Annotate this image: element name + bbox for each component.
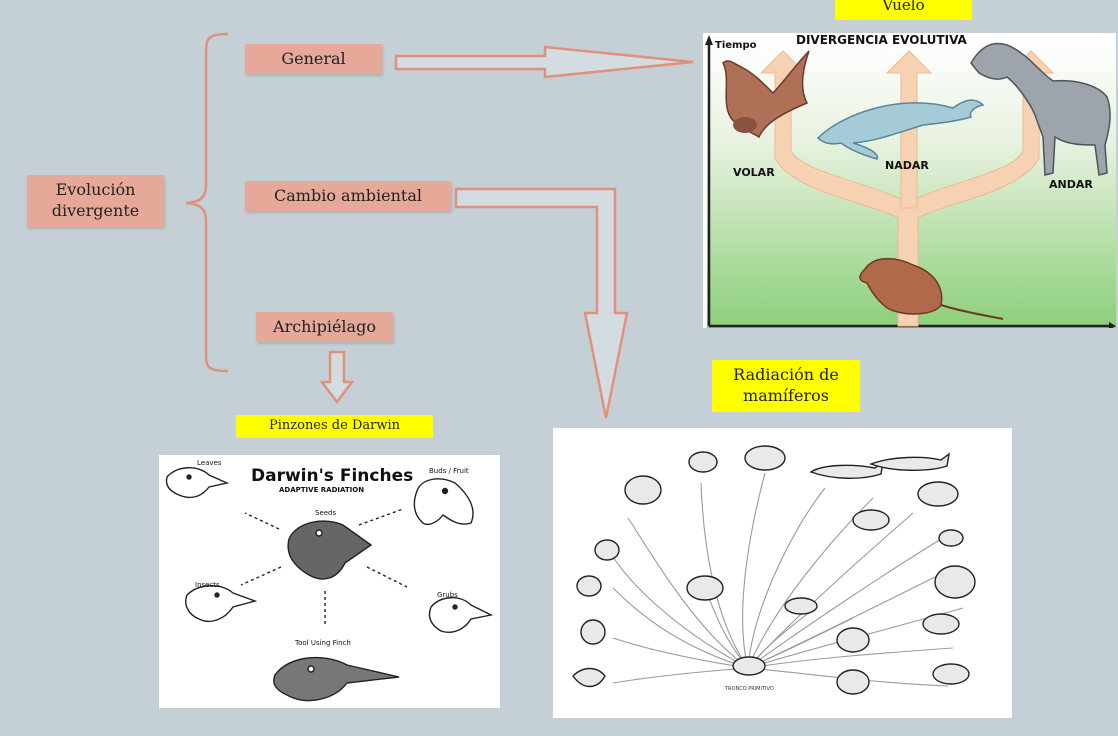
tapir <box>917 481 959 507</box>
finches-illustration: Darwin's Finches ADAPTIVE RADIATION Leav… <box>165 459 494 702</box>
label-leaves: Leaves <box>197 459 222 467</box>
pinzones-label-box: Pinzones de Darwin <box>236 415 433 438</box>
branch-general-box: General <box>245 44 382 74</box>
finch-insects <box>185 585 258 623</box>
primitive-ungulate <box>784 597 818 615</box>
rodent-top <box>688 451 718 473</box>
sirenian <box>922 613 960 635</box>
finch-tool <box>273 656 400 702</box>
finch-buds <box>413 478 474 526</box>
hyrax <box>938 529 964 547</box>
andar-label: ANDAR <box>1049 178 1093 191</box>
squirrel <box>594 539 620 561</box>
mammals-center-label: TRONCO PRIMITIVO <box>724 686 774 692</box>
finches-title: Darwin's Finches <box>251 466 413 486</box>
finch-radiation-arrows <box>240 508 408 625</box>
time-axis-label: Tiempo <box>715 40 757 51</box>
base-axis-arrow <box>1109 322 1116 328</box>
finch-grubs <box>428 597 494 633</box>
branch-archipielago-label: Archipiélago <box>273 316 376 336</box>
volar-label: VOLAR <box>733 166 775 179</box>
baleen-whale <box>868 452 950 471</box>
finch-leaves <box>165 467 230 499</box>
mammals-illustration: TRONCO PRIMITIVO <box>572 445 976 695</box>
branch-archipielago-box: Archipiélago <box>256 312 393 342</box>
pinzones-label: Pinzones de Darwin <box>268 418 400 434</box>
finches-panel: Darwin's Finches ADAPTIVE RADIATION Leav… <box>159 455 500 708</box>
divergence-illustration: Tiempo DIVERGENCIA EVOLUTIVA VOLAR NADAR… <box>705 33 1116 328</box>
finches-subtitle: ADAPTIVE RADIATION <box>279 486 364 494</box>
root-line-2: divergente <box>51 201 140 220</box>
bat-illustration <box>722 50 810 139</box>
aardvark <box>932 663 970 685</box>
bat <box>572 667 606 688</box>
branch-cambio-label: Cambio ambiental <box>274 185 422 205</box>
arrow-archipielago-to-pinzones <box>319 350 355 405</box>
primate <box>580 619 606 645</box>
pangolin <box>836 627 870 653</box>
shrew-illustration <box>859 257 1004 320</box>
radiacion-line-1: Radiación de <box>733 365 839 385</box>
mammals-panel: TRONCO PRIMITIVO <box>553 428 1012 718</box>
label-grubs: Grubs <box>437 591 458 599</box>
label-seeds: Seeds <box>315 509 337 517</box>
branch-general-label: General <box>281 48 346 68</box>
elephant <box>934 565 976 599</box>
label-buds: Buds / Fruit <box>429 467 469 475</box>
radiation-lines <box>607 472 964 687</box>
divergence-title: DIVERGENCIA EVOLUTIVA <box>796 33 968 47</box>
divergence-panel: Tiempo DIVERGENCIA EVOLUTIVA VOLAR NADAR… <box>703 33 1116 328</box>
label-insects: Insects <box>195 581 220 589</box>
mammal-silhouettes <box>572 445 976 695</box>
root-line-1: Evolución <box>55 180 136 200</box>
finch-seeds <box>287 520 373 580</box>
vuelo-label-box: Vuelo <box>835 0 972 20</box>
nadar-label: NADAR <box>885 159 929 172</box>
label-tool: Tool Using Finch <box>294 639 351 647</box>
bear <box>624 475 662 505</box>
time-axis-arrow <box>705 35 713 45</box>
vuelo-label: Vuelo <box>882 0 925 15</box>
horse-illustration <box>970 42 1111 176</box>
arrow-cambio-to-radiacion <box>454 187 629 419</box>
dolphin-illustration <box>816 99 985 160</box>
brace <box>185 32 229 373</box>
carnivore <box>744 445 786 471</box>
branch-cambio-box: Cambio ambiental <box>245 181 451 211</box>
radiacion-line-2: mamíferos <box>743 386 829 405</box>
deer <box>852 509 890 531</box>
primitive-insectivore <box>732 656 766 676</box>
primitive-rodent <box>686 575 724 601</box>
rabbit <box>576 575 602 597</box>
armadillo <box>836 669 870 695</box>
arrow-general-to-vuelo <box>394 45 694 79</box>
